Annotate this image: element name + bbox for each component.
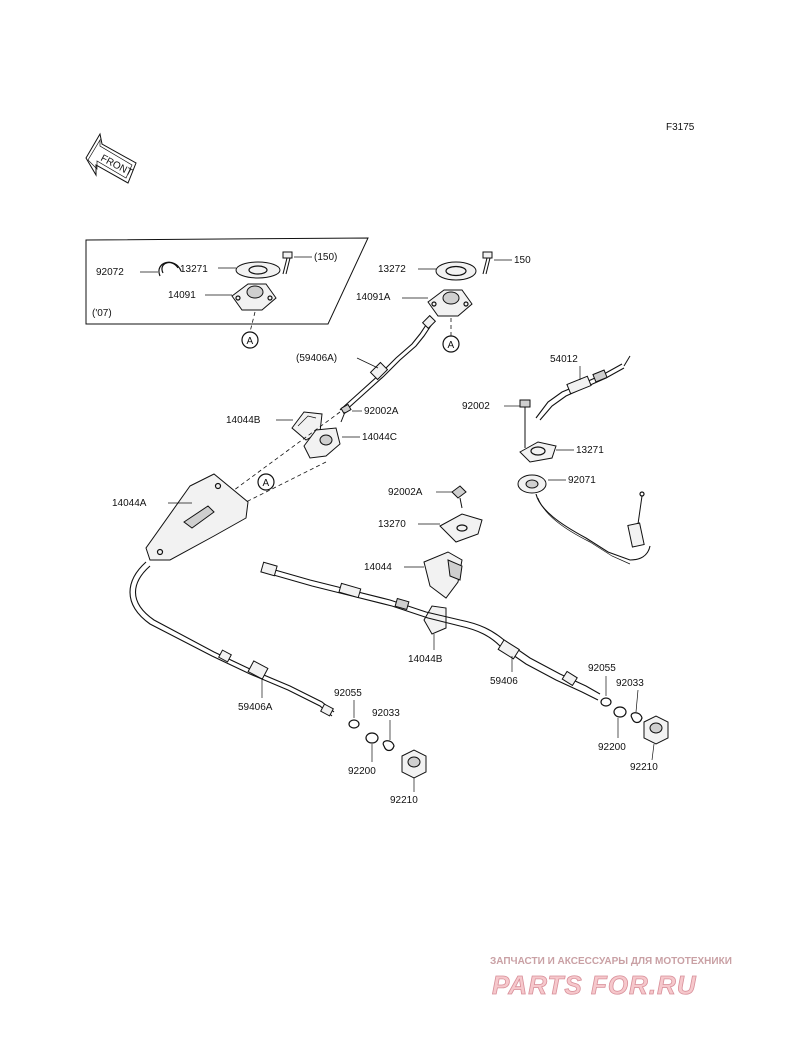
holder-14091 — [231, 283, 277, 311]
label-14044A: 14044A — [112, 498, 147, 509]
holder-14091A — [427, 289, 473, 317]
lockwasher-92033-left — [382, 740, 395, 752]
label-92200-left: 92200 — [348, 766, 376, 777]
label-92033-right: 92033 — [616, 678, 644, 689]
inset-07-frame — [85, 237, 369, 325]
label-14091: 14091 — [168, 290, 196, 301]
screw-92002A-mid — [451, 485, 467, 509]
lockwasher-92033-right — [630, 712, 643, 724]
label-92210-left: 92210 — [390, 795, 418, 806]
front-arrow-icon: FRONT — [85, 132, 137, 184]
label-54012: 54012 — [550, 354, 578, 365]
label-92002: 92002 — [462, 401, 490, 412]
watermark-logo: PARTS FOR.RU — [492, 970, 697, 1000]
cable-59406 — [260, 561, 601, 701]
label-13271-right: 13271 — [576, 445, 604, 456]
plate-13270 — [439, 513, 483, 543]
label-13270: 13270 — [378, 519, 406, 530]
gasket-13271-right — [519, 441, 557, 463]
nut-92210-right — [643, 715, 669, 745]
callout-a-2-label: A — [448, 340, 455, 351]
label-14044C: 14044C — [362, 432, 397, 443]
label-92002A-top: 92002A — [364, 406, 399, 417]
callout-a-1-label: A — [247, 336, 254, 347]
label-92055-left: 92055 — [334, 688, 362, 699]
label-92072: 92072 — [96, 267, 124, 278]
callout-a-1 — [241, 331, 259, 349]
cable-54012-lower — [535, 491, 651, 565]
cable-54012 — [535, 355, 631, 421]
watermark-caption: ЗАПЧАСТИ И АКСЕССУАРЫ ДЛЯ МОТОТЕХНИКИ — [490, 956, 732, 967]
gasket-13272 — [435, 261, 477, 281]
label-92033-left: 92033 — [372, 708, 400, 719]
label-14044B-top: 14044B — [226, 415, 261, 426]
bolt-150-left — [282, 251, 293, 275]
label-92210-right: 92210 — [630, 762, 658, 773]
label-14044: 14044 — [364, 562, 392, 573]
label-14044B-bottom: 14044B — [408, 654, 443, 665]
washer-92200-left — [365, 732, 379, 744]
label-92055-right: 92055 — [588, 663, 616, 674]
label-59406: 59406 — [490, 676, 518, 687]
diagram-code: F3175 — [666, 122, 695, 133]
label-13272: 13272 — [378, 264, 406, 275]
washer-92200-right — [613, 706, 627, 718]
bolt-150-right — [482, 251, 493, 275]
washer-92055-right — [600, 697, 612, 707]
label-150: 150 — [514, 255, 531, 266]
label-59406A: 59406A — [238, 702, 273, 713]
nut-92210-left — [401, 749, 427, 779]
label-13271-left: 13271 — [180, 264, 208, 275]
bracket-14044A — [145, 473, 249, 561]
callout-a-3 — [257, 473, 275, 491]
front-label: FRONT — [99, 153, 135, 179]
bolt-92002 — [519, 399, 531, 448]
label-92200-right: 92200 — [598, 742, 626, 753]
cable-59406A-lower — [129, 561, 335, 717]
gasket-13271-left — [235, 261, 281, 279]
washer-92055-left — [348, 719, 360, 729]
callout-a-3-label: A — [263, 478, 270, 489]
label-59406A-paren: (59406A) — [296, 353, 337, 364]
label-07: ('07) — [92, 308, 112, 319]
bracket-14044 — [423, 551, 463, 599]
label-14091A: 14091A — [356, 292, 391, 303]
callout-a-2 — [442, 335, 460, 353]
screw-92002A-top — [340, 403, 352, 423]
label-92071: 92071 — [568, 475, 596, 486]
label-150-paren: (150) — [314, 252, 337, 263]
grommet-92071 — [517, 474, 547, 494]
cable-59406A-upper — [339, 314, 437, 413]
label-92002A-mid: 92002A — [388, 487, 423, 498]
